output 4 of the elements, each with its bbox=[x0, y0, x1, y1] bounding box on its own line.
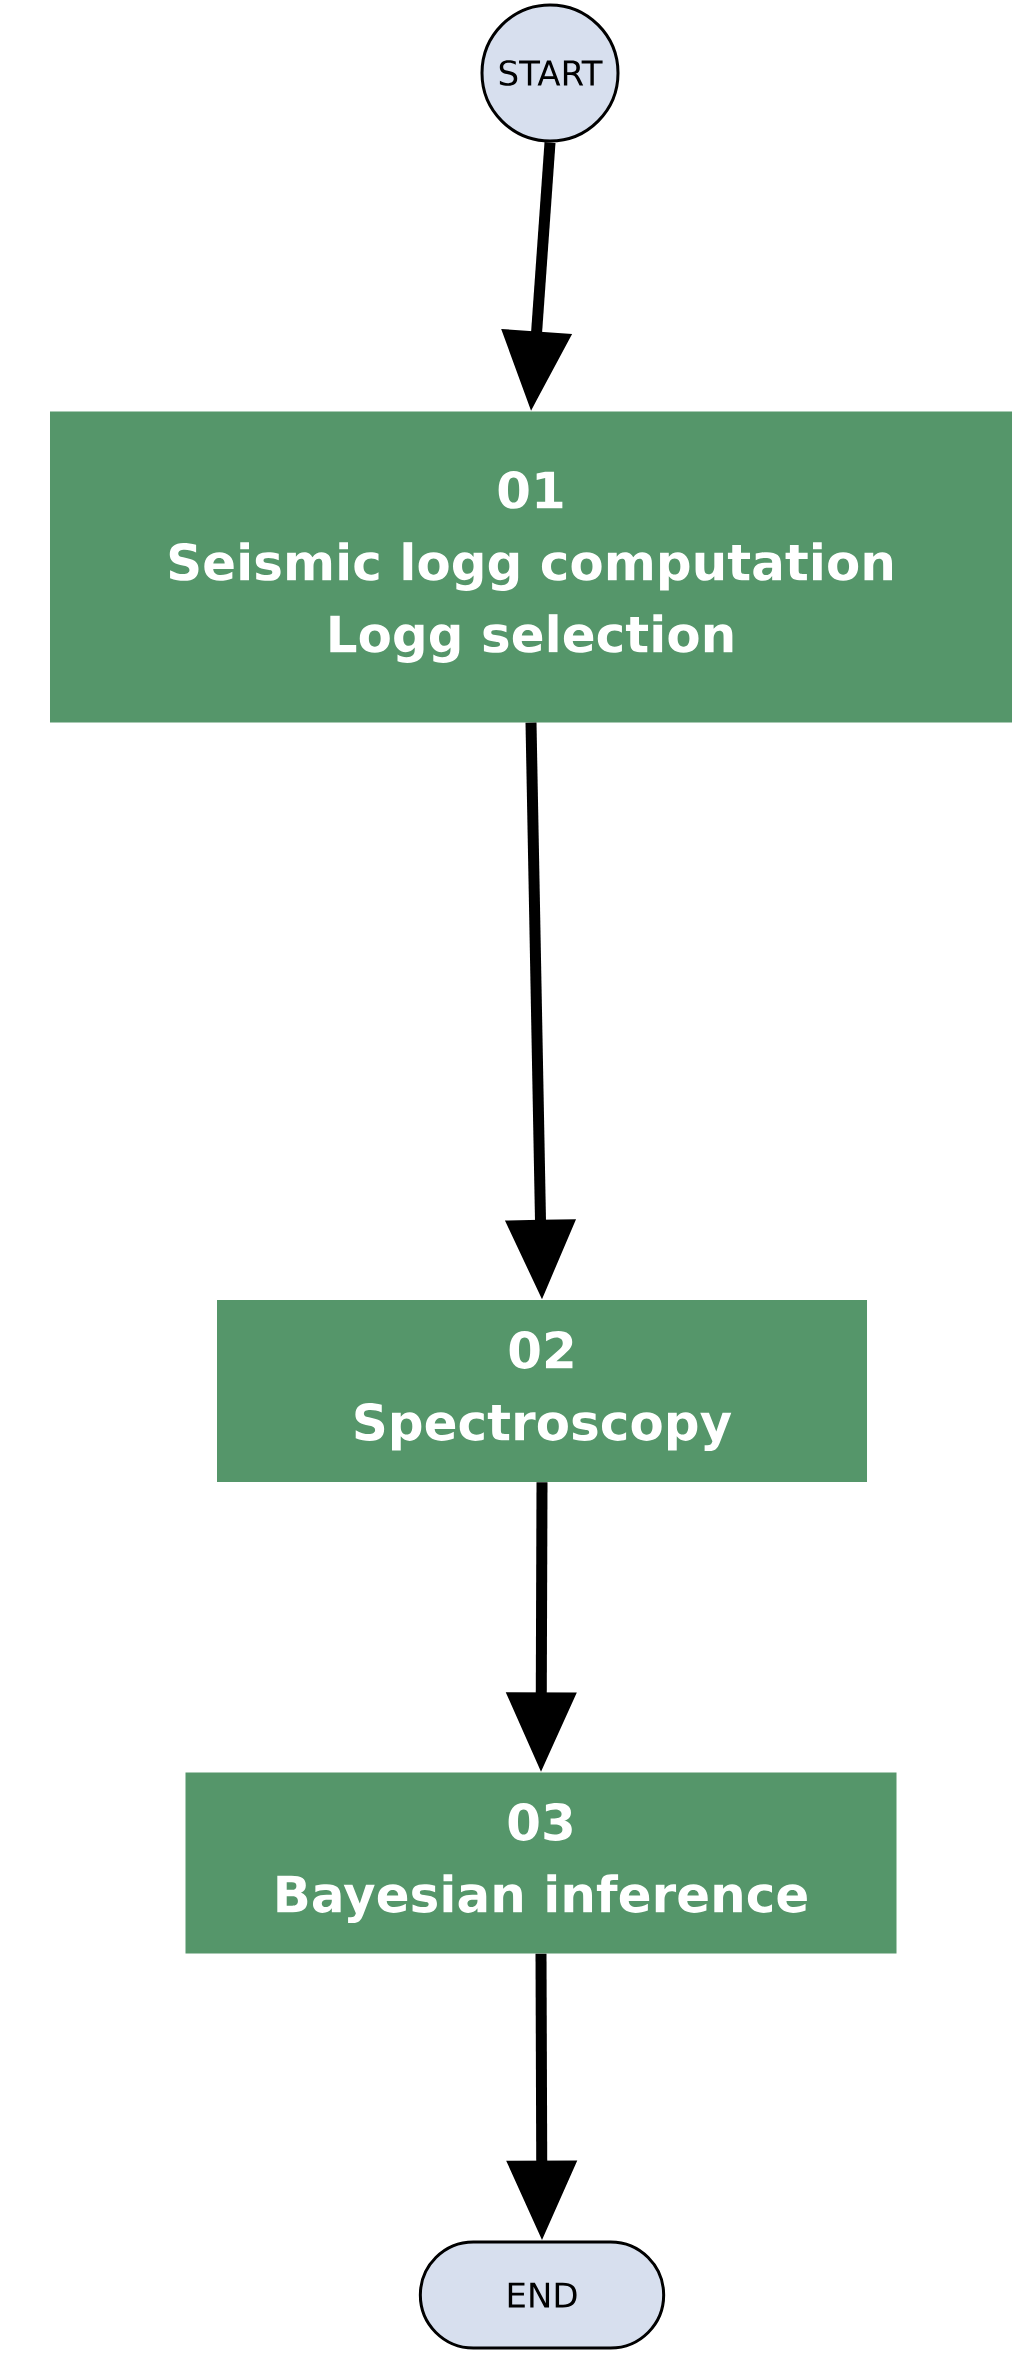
process-box: 01 Seismic logg computation Logg selection bbox=[50, 411, 1012, 723]
end-terminal: END bbox=[418, 2240, 666, 2350]
process-box: 03 Bayesian inference bbox=[185, 1772, 897, 1954]
process-box: 02 Spectroscopy bbox=[217, 1300, 867, 1482]
